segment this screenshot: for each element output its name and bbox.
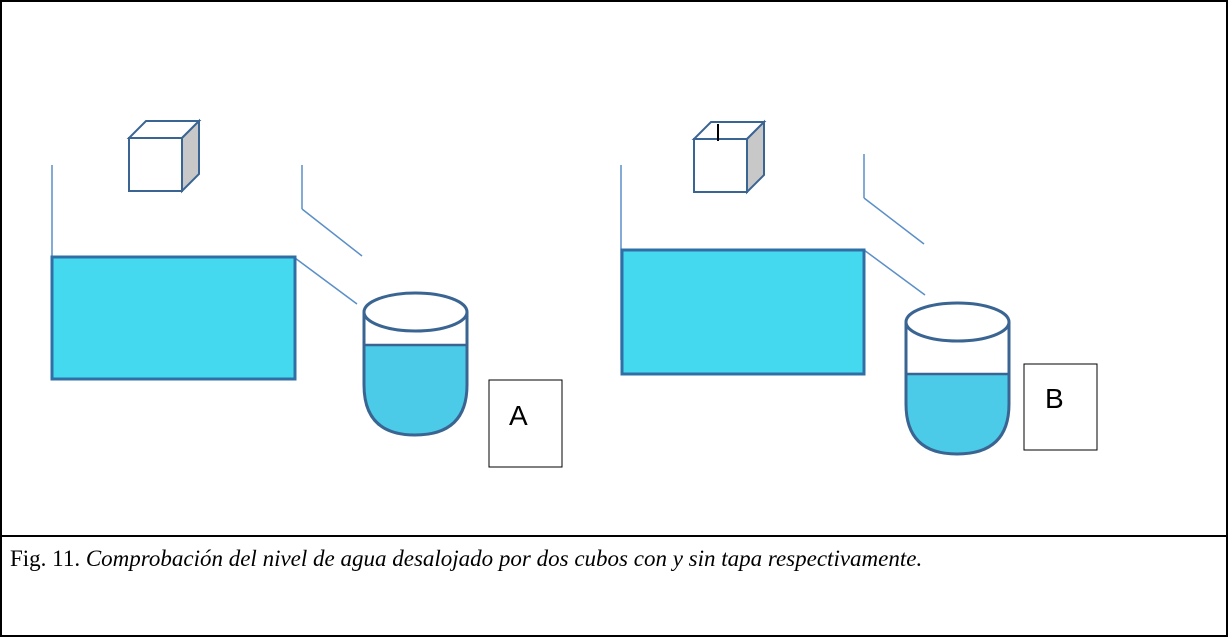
label-box-a <box>488 379 563 468</box>
beaker-b <box>904 301 1011 456</box>
cube-b-front <box>693 138 748 193</box>
beaker-b-rim <box>904 301 1011 343</box>
panel-b: B <box>620 119 1098 456</box>
guide-line <box>863 249 926 296</box>
water-tank-a <box>50 255 297 381</box>
beaker-a-body <box>362 312 469 437</box>
panel-a: A <box>50 118 563 468</box>
cube-a <box>126 118 202 194</box>
beaker-a <box>362 291 469 437</box>
label-box-b <box>1023 363 1098 451</box>
guide-line <box>863 197 925 245</box>
beaker-b-water <box>906 374 1009 454</box>
label-b: B <box>1045 383 1064 414</box>
cube-b <box>691 119 767 195</box>
cube-a-front <box>128 137 183 192</box>
water-tank-b <box>620 248 866 376</box>
figure-caption: Fig. 11. Comprobación del nivel de agua … <box>10 538 1222 580</box>
beaker-b-body <box>904 322 1011 456</box>
caption-text: Comprobación del nivel de agua desalojad… <box>85 546 923 571</box>
label-a: A <box>509 400 528 431</box>
beaker-a-water <box>364 345 467 435</box>
guide-line <box>294 257 358 305</box>
beaker-a-rim <box>362 291 469 333</box>
guide-line <box>301 208 363 257</box>
caption-number: Fig. 11. <box>10 546 81 571</box>
